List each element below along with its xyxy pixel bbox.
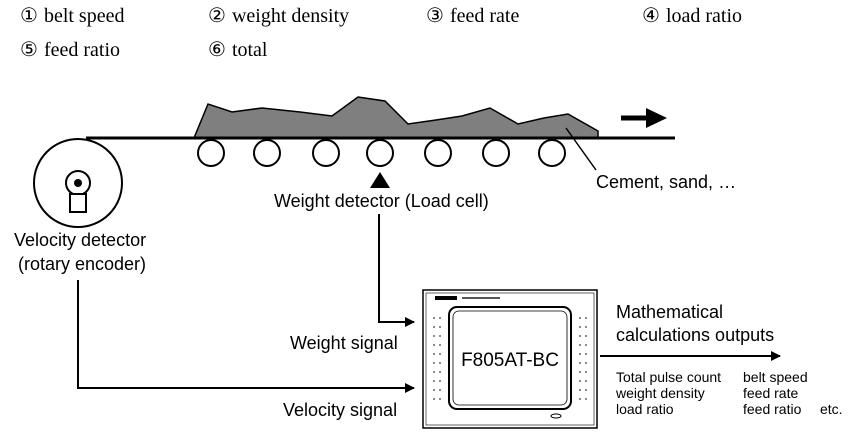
weight-detector-label: Weight detector (Load cell) <box>274 191 489 211</box>
output-item: weight density <box>615 385 705 401</box>
velocity-signal-label: Velocity signal <box>283 400 397 420</box>
device-side-dots-right <box>579 317 587 400</box>
device-indicator-led <box>550 413 562 419</box>
weight-signal-label: Weight signal <box>290 333 398 353</box>
output-item: load ratio <box>616 401 674 417</box>
output-item: feed ratio <box>743 401 802 417</box>
material-leader-line <box>565 127 597 171</box>
roller <box>538 139 566 167</box>
outputs-list: Total pulse count weight density load ra… <box>615 369 843 417</box>
roller <box>312 139 340 167</box>
device-brand-text-mark <box>462 297 500 299</box>
weight-signal-line <box>378 214 415 327</box>
velocity-detector-label: Velocity detector <box>14 230 146 250</box>
material-label: Cement, sand, … <box>596 172 736 192</box>
device-screen <box>448 306 572 410</box>
material-pile <box>192 96 599 139</box>
device-side-dots-left <box>433 317 441 400</box>
output-etc: etc. <box>820 401 843 417</box>
roller-load-cell <box>366 139 394 167</box>
controller-device: F805AT-BC <box>422 289 598 429</box>
device-brand-logo <box>435 296 457 300</box>
belt-direction-arrow-icon <box>621 108 667 128</box>
roller <box>424 139 452 167</box>
device-model-label: F805AT-BC <box>461 350 559 371</box>
outputs-title-line1: Mathematical <box>616 302 723 322</box>
outputs-title-line2: calculations outputs <box>616 325 774 345</box>
output-item: Total pulse count <box>616 369 721 385</box>
roller <box>482 139 510 167</box>
conveyor-rollers <box>197 139 566 167</box>
velocity-detector-sublabel: (rotary encoder) <box>18 254 146 274</box>
roller <box>253 139 281 167</box>
output-item: belt speed <box>743 369 808 385</box>
velocity-signal-line <box>77 280 415 393</box>
load-cell-triangle-icon <box>370 172 390 188</box>
rotary-encoder-pulley <box>33 138 123 228</box>
output-item: feed rate <box>743 385 798 401</box>
roller <box>197 139 225 167</box>
